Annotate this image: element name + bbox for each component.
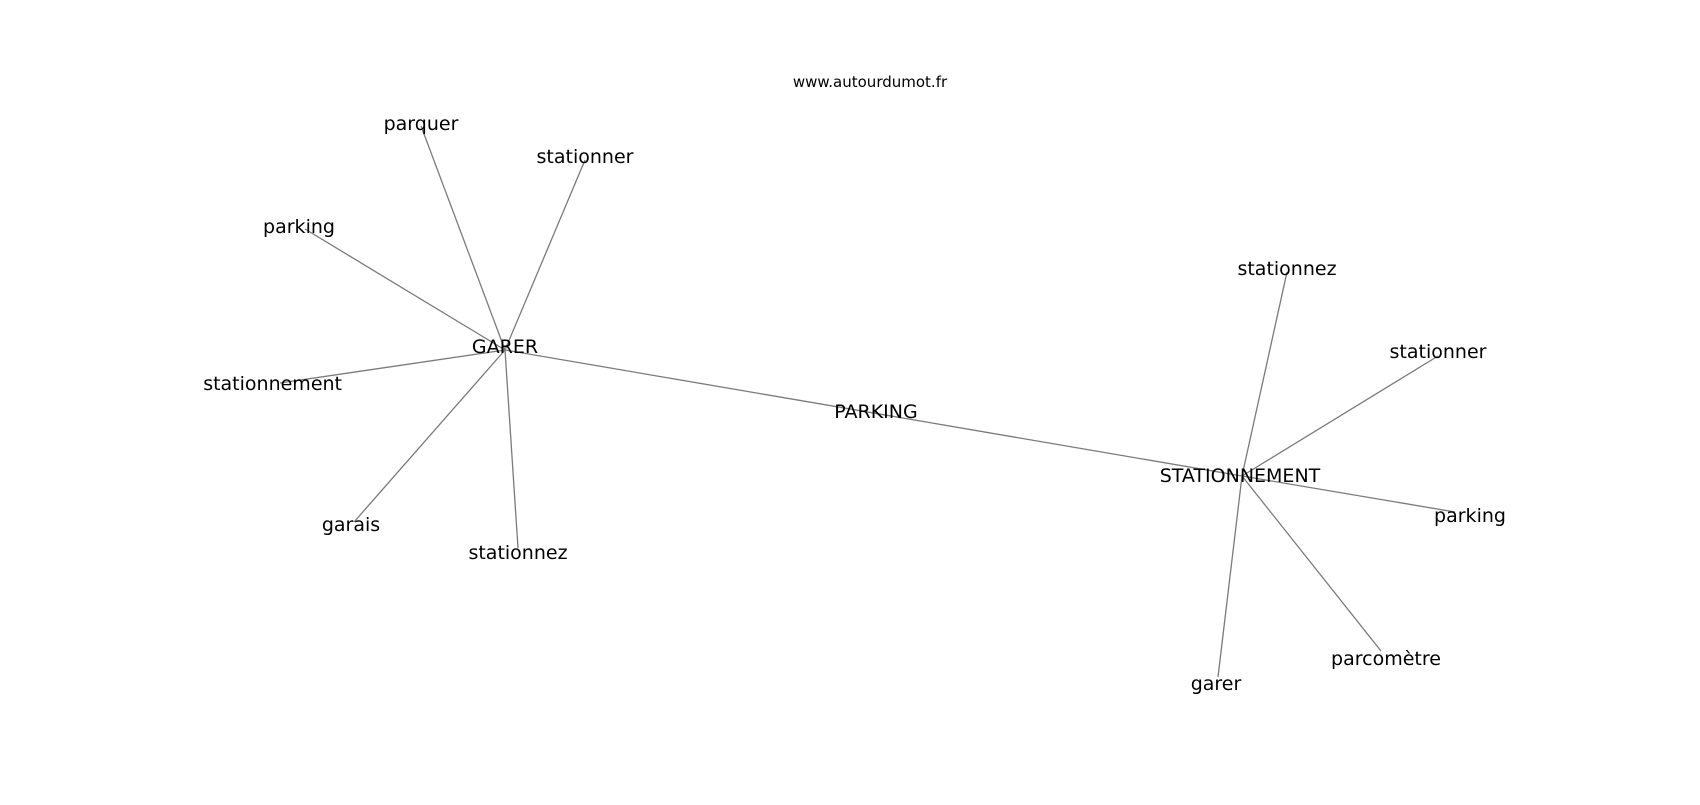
edge-stationnement_hub-s_stationner: [1241, 355, 1439, 477]
nodes-layer: PARKING GARER STATIONNEMENT parquer stationn…: [203, 113, 1506, 695]
node-label-g-stationnez: stationnez: [468, 542, 567, 564]
node-label-s-stationnez: stationnez: [1237, 258, 1336, 280]
node-label-parking-center: PARKING: [834, 401, 917, 423]
edge-garer_hub-g_garais: [353, 349, 506, 523]
edge-stationnement_hub-s_garer: [1217, 475, 1243, 678]
node-label-s-parking: parking: [1434, 505, 1506, 527]
edge-garer_hub-stationnement_hub: [504, 349, 1243, 477]
edge-garer_hub-g_parquer: [420, 125, 506, 351]
node-label-garer-hub: GARER: [472, 336, 538, 358]
edge-garer_hub-g_parking: [304, 228, 506, 351]
edge-garer_hub-g_stationner: [504, 159, 586, 351]
edge-stationnement_hub-s_parking: [1241, 475, 1456, 513]
edge-garer_hub-g_stationnez: [504, 349, 519, 549]
node-label-s-parcometre: parcomètre: [1331, 648, 1441, 670]
node-label-g-stationnement: stationnement: [203, 373, 342, 395]
node-label-g-stationner: stationner: [537, 146, 634, 168]
node-label-g-garais: garais: [322, 514, 380, 536]
node-label-stationnement-hub: STATIONNEMENT: [1160, 465, 1321, 487]
edge-garer_hub-g_stationnement: [279, 349, 506, 384]
node-label-g-parking: parking: [263, 216, 335, 238]
watermark-url: www.autourdumot.fr: [792, 73, 948, 91]
edge-stationnement_hub-s_parcometre: [1241, 475, 1382, 652]
node-label-s-garer: garer: [1191, 673, 1242, 695]
edges-layer: [279, 125, 1456, 678]
node-label-s-stationner: stationner: [1390, 341, 1487, 363]
node-label-g-parquer: parquer: [384, 113, 459, 135]
edge-stationnement_hub-s_stationnez: [1241, 271, 1288, 477]
